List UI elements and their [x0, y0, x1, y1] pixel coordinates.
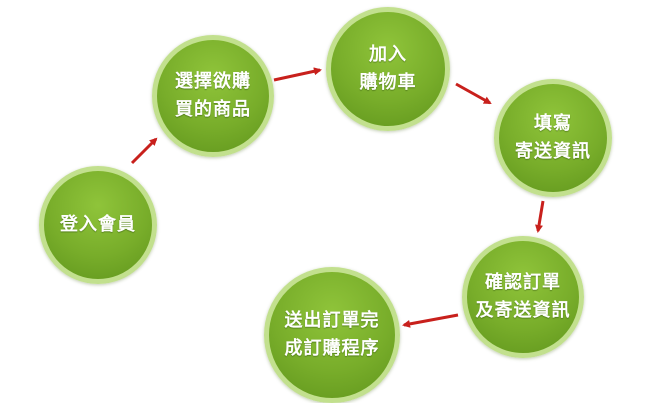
- arrow-cart-to-shipping: [455, 82, 492, 105]
- step-add-to-cart-label: 加入 購物車: [359, 44, 417, 93]
- step-complete-order: 送出訂單完 成訂購程序: [264, 267, 400, 403]
- step-confirm-order: 確認訂單 及寄送資訊: [462, 236, 584, 358]
- step-complete-order-label: 送出訂單完 成訂購程序: [284, 310, 380, 359]
- step-confirm-order-label: 確認訂單 及寄送資訊: [475, 272, 571, 321]
- arrow-confirm-to-complete: [402, 313, 459, 328]
- step-select-products: 選擇欲購 買的商品: [152, 35, 274, 157]
- arrow-login-to-select: [130, 137, 158, 165]
- step-login: 登入會員: [39, 166, 157, 284]
- step-fill-shipping-label: 填寫 寄送資訊: [515, 113, 591, 162]
- step-add-to-cart: 加入 購物車: [326, 7, 450, 131]
- arrow-select-to-cart: [273, 67, 322, 82]
- step-select-products-label: 選擇欲購 買的商品: [175, 71, 251, 120]
- step-fill-shipping: 填寫 寄送資訊: [494, 79, 612, 197]
- arrow-shipping-to-confirm: [535, 200, 545, 233]
- step-login-label: 登入會員: [60, 214, 136, 235]
